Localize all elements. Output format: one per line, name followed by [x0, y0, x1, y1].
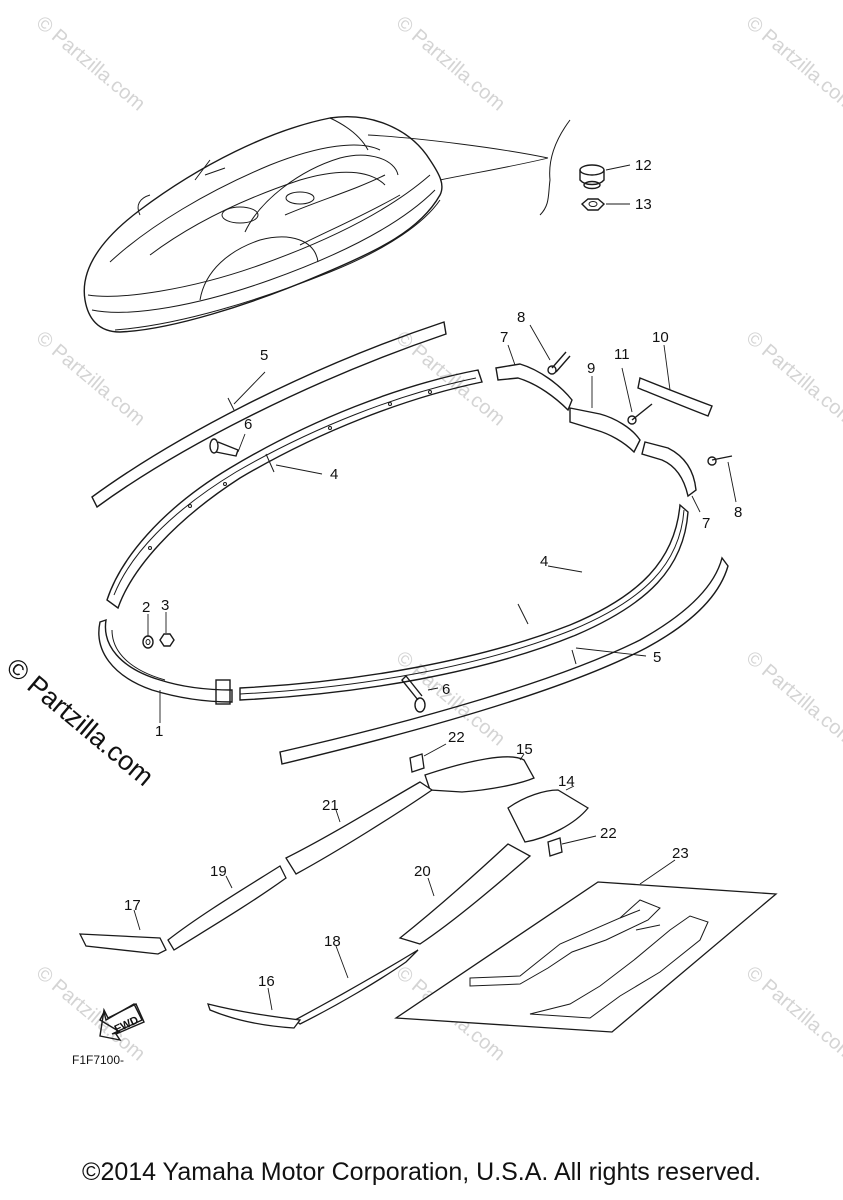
callout-7-upper: 7 — [500, 329, 508, 346]
mat-part-14 — [507, 789, 589, 843]
mat-part-22-upper — [409, 753, 425, 773]
side-strip-lower-part-5 — [279, 556, 729, 765]
mat-part-22-lower — [547, 837, 563, 857]
mat-part-20 — [398, 843, 532, 945]
mat-part-19 — [167, 865, 287, 951]
callout-1: 1 — [155, 723, 163, 740]
callout-13: 13 — [635, 196, 652, 213]
gunwale-rail-upper-part-4 — [106, 369, 483, 610]
callout-19: 19 — [210, 863, 227, 880]
grommet-part-12 — [579, 164, 631, 190]
callout-23: 23 — [672, 845, 689, 862]
callout-labels: 1 2 3 4 4 5 5 6 6 7 7 8 8 9 10 11 12 13 … — [124, 157, 742, 990]
small-strip-part-10 — [637, 344, 713, 417]
callout-21: 21 — [322, 797, 339, 814]
screw-part-6-upper — [209, 433, 246, 457]
mat-part-21 — [285, 781, 434, 875]
callout-6-upper: 6 — [244, 416, 252, 433]
watermark: © Partzilla.com — [742, 962, 843, 1065]
rear-piece-part-9 — [569, 376, 641, 454]
callout-6-lower: 6 — [442, 681, 450, 698]
callout-3: 3 — [161, 597, 169, 614]
callout-18: 18 — [324, 933, 341, 950]
nut-part-13 — [580, 198, 630, 211]
callout-22-lower: 22 — [600, 825, 617, 842]
watermark: © Partzilla.com — [392, 12, 509, 115]
callout-20: 20 — [414, 863, 431, 880]
callout-14: 14 — [558, 773, 575, 790]
drawing-code: F1F7100- — [72, 1053, 125, 1067]
mat-part-18 — [293, 949, 419, 1025]
callout-10: 10 — [652, 329, 669, 346]
mat-part-15 — [424, 756, 535, 793]
callout-8-upper: 8 — [517, 309, 525, 326]
watermark: © Partzilla.com — [742, 327, 843, 430]
callout-9: 9 — [587, 360, 595, 377]
callout-12: 12 — [635, 157, 652, 174]
watermark: © Partzilla.com — [32, 962, 149, 1065]
watercraft-illustration — [83, 116, 571, 333]
watermark: © Partzilla.com — [32, 327, 149, 430]
callout-11: 11 — [614, 346, 630, 363]
screw-part-6-lower — [401, 674, 439, 713]
callout-5-upper: 5 — [260, 347, 268, 364]
mat-part-17 — [78, 933, 167, 955]
callout-5-lower: 5 — [653, 649, 661, 666]
callout-22-upper: 22 — [448, 729, 465, 746]
copyright-notice: ©2014 Yamaha Motor Corporation, U.S.A. A… — [82, 1158, 761, 1186]
watermark: © Partzilla.com — [392, 327, 509, 430]
callout-15: 15 — [516, 741, 533, 758]
side-strip-upper-part-5 — [91, 321, 447, 509]
rivet-part-8-upper — [529, 324, 571, 375]
callout-17: 17 — [124, 897, 141, 914]
gunwale-rail-lower-part-4 — [239, 503, 689, 701]
rivet-part-11 — [621, 367, 653, 425]
watermark: © Partzilla.com — [742, 647, 843, 750]
rivet-part-8-lower — [707, 455, 737, 503]
nut-part-3 — [159, 612, 175, 647]
callout-4-lower: 4 — [540, 553, 548, 570]
washer-part-2 — [142, 614, 154, 649]
mat-set-part-23 — [394, 859, 778, 1033]
watermark: © Partzilla.com — [742, 12, 843, 115]
bow-piece-part-1 — [98, 618, 233, 723]
callout-4-upper: 4 — [330, 466, 338, 483]
callout-16: 16 — [258, 973, 275, 990]
callout-7-lower: 7 — [702, 515, 710, 532]
callout-8-lower: 8 — [734, 504, 742, 521]
corner-piece-part-7-lower — [641, 441, 701, 513]
mat-part-16 — [207, 1003, 302, 1029]
watermark: © Partzilla.com — [32, 12, 149, 115]
callout-2: 2 — [142, 599, 150, 616]
corner-piece-part-7-upper — [495, 344, 573, 412]
deck-mats — [78, 743, 597, 1029]
